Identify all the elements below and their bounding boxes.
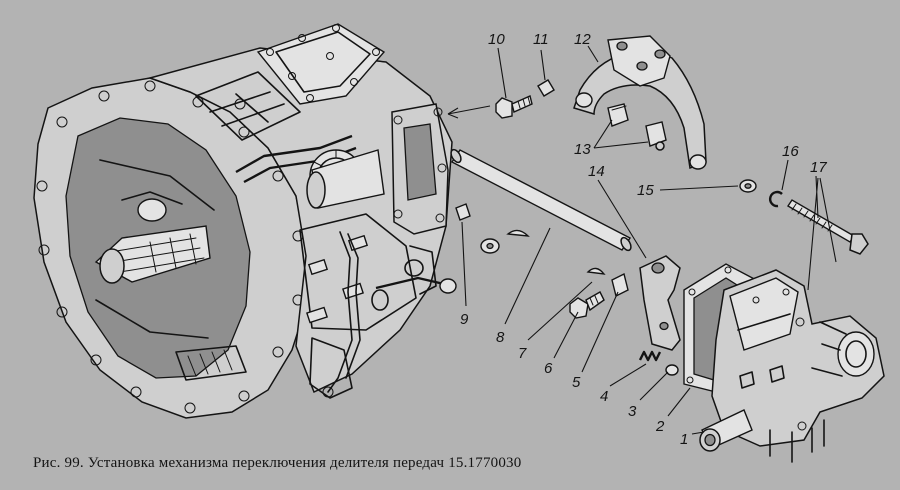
segment-key	[506, 229, 530, 237]
callout-10: 10	[488, 31, 505, 48]
callout-13: 13	[574, 141, 591, 158]
assembly-arrow	[447, 105, 491, 115]
shoe-slider	[607, 103, 667, 151]
callout-15: 15	[637, 182, 654, 199]
figure-caption: Рис. 99. Установка механизма переключени…	[33, 455, 522, 471]
callout-6: 6	[544, 360, 553, 377]
bolt	[495, 95, 533, 119]
gearbox-housing	[33, 23, 457, 419]
snap-ring	[769, 190, 783, 208]
shift-rod	[450, 148, 632, 252]
washer	[739, 179, 757, 193]
callout-2: 2	[655, 418, 665, 435]
leader-lines	[461, 45, 837, 435]
callout-17: 17	[810, 159, 827, 176]
callout-7: 7	[518, 345, 527, 362]
callout-9: 9	[460, 311, 469, 328]
small-bolt	[569, 291, 605, 319]
shift-lever	[639, 255, 681, 351]
callout-5: 5	[572, 374, 581, 391]
valve-housing	[699, 269, 885, 463]
callout-16: 16	[782, 143, 799, 160]
shift-fork	[573, 35, 707, 170]
callout-3: 3	[628, 403, 637, 420]
callout-12: 12	[574, 31, 591, 48]
spring	[638, 350, 662, 362]
lock-washer	[537, 79, 555, 97]
callout-11: 11	[533, 31, 549, 48]
segment-key	[586, 267, 606, 275]
long-bolt	[787, 199, 869, 255]
callout-4: 4	[600, 388, 608, 405]
tab-washer	[611, 272, 629, 298]
pin	[455, 203, 500, 254]
ball	[665, 364, 679, 376]
callout-8: 8	[496, 329, 505, 346]
callout-14: 14	[588, 163, 605, 180]
callout-numbers: 10 11 12 13 14 15 16 17 9 8 7 6 5 4 3 2 …	[460, 31, 827, 448]
callout-1: 1	[680, 431, 688, 448]
